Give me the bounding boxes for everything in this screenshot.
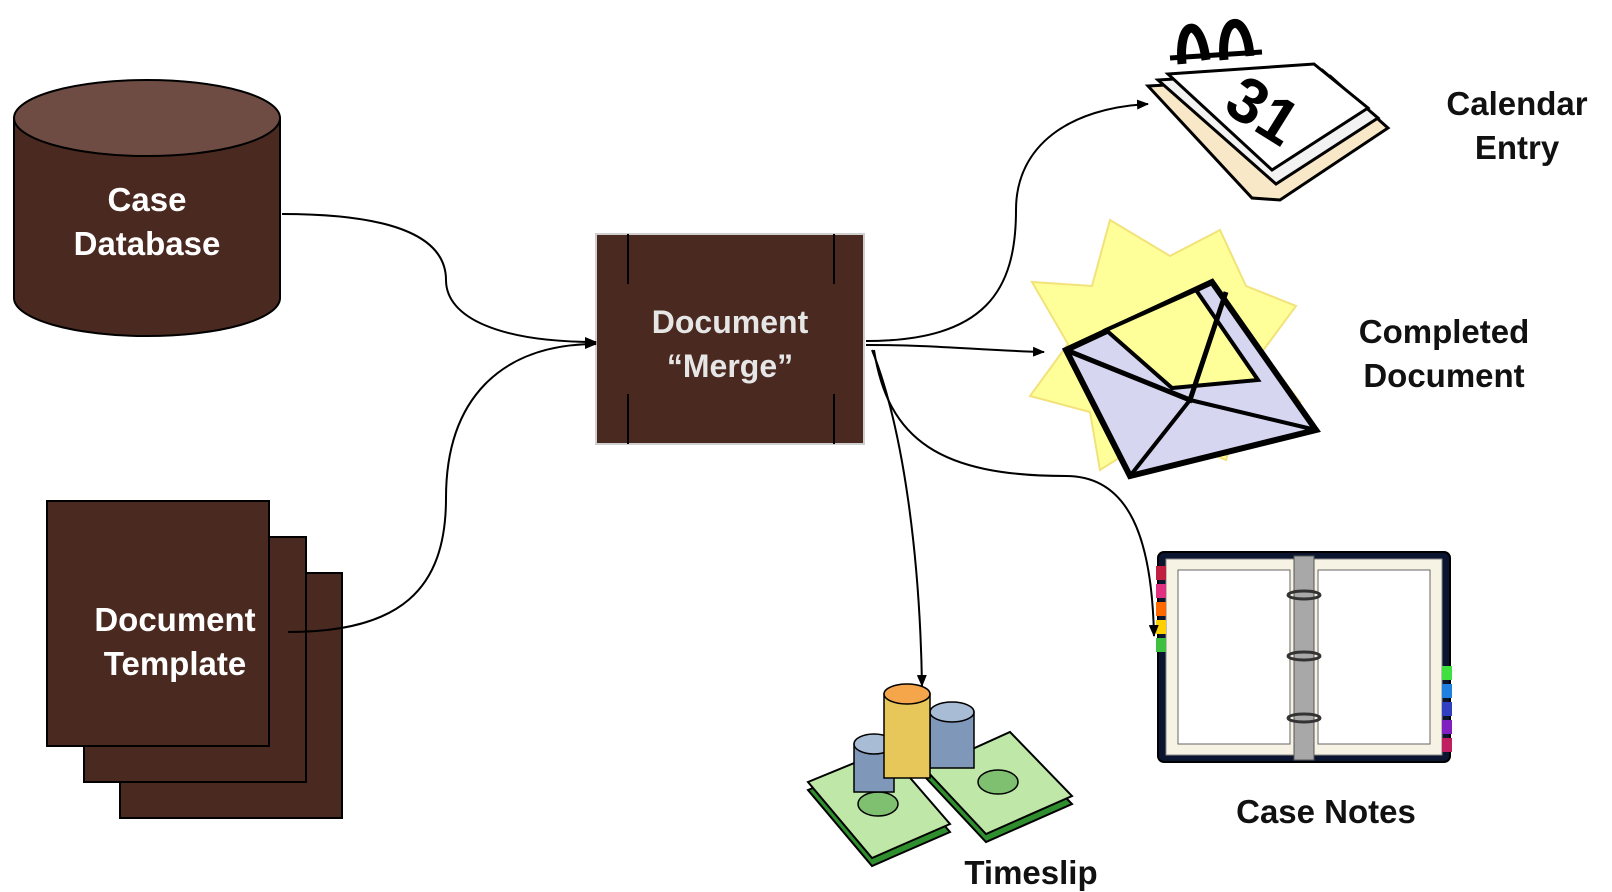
edge-merge-to-timeslip: [871, 349, 927, 687]
document-merge-label: Document “Merge”: [651, 304, 809, 384]
envelope-icon: [1028, 218, 1321, 480]
money-stack-icon: [806, 683, 1074, 868]
case-notes-label: Case Notes: [1236, 793, 1416, 830]
document-template-node: [46, 500, 343, 819]
edges: [281, 99, 1159, 687]
edge-merge-to-calendar: [865, 99, 1149, 342]
calendar-entry-label: Calendar Entry: [1446, 85, 1588, 166]
timeslip-label: Timeslip: [964, 854, 1098, 891]
edge-merge-to-case-notes: [873, 349, 1159, 637]
completed-document-label: Completed Document: [1358, 313, 1530, 394]
calendar-icon: 31: [1144, 19, 1391, 202]
case-database-label: Case Database: [73, 181, 221, 262]
edge-document-template-to-merge: [287, 339, 597, 633]
edge-case-database-to-merge: [281, 213, 597, 347]
case-database-node: [13, 79, 281, 337]
binder-notebook-icon: [1156, 551, 1452, 763]
edge-merge-to-completed-document: [865, 344, 1045, 357]
document-template-label: Document Template: [94, 601, 256, 682]
